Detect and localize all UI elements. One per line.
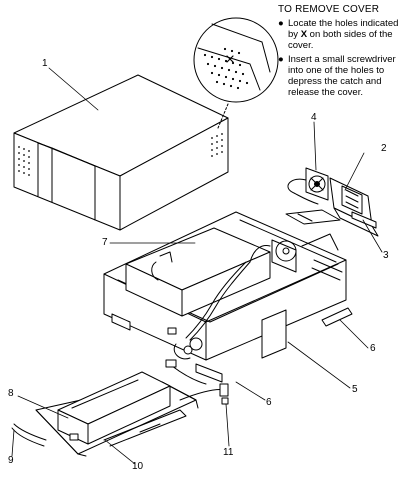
instruction-step-2: ●Insert a small screwdriver into one of … xyxy=(278,54,396,98)
instruction-step-1: ●Locate the holes indicated by X on both… xyxy=(278,18,399,51)
x-mark: X xyxy=(300,29,308,40)
callout-9: 9 xyxy=(8,455,14,466)
callout-10: 10 xyxy=(132,461,144,472)
cover-vent-holes-right xyxy=(211,133,223,157)
callout-5: 5 xyxy=(352,384,358,395)
cover-part xyxy=(13,74,229,231)
callout-6b: 6 xyxy=(266,397,272,408)
callout-6: 6 xyxy=(370,343,376,354)
system-chassis xyxy=(103,211,353,385)
leader-lines xyxy=(11,67,383,465)
cover-detail-magnifier xyxy=(193,17,279,129)
callout-7: 7 xyxy=(102,237,108,248)
callout-11: 11 xyxy=(223,447,234,458)
instructions-title: TO REMOVE COVER xyxy=(278,4,380,15)
callout-4: 4 xyxy=(311,112,317,123)
bullet-icon: ● xyxy=(278,54,284,65)
callout-1: 1 xyxy=(42,58,48,69)
remove-cover-instructions: TO REMOVE COVER ●Locate the holes indica… xyxy=(276,4,408,101)
cover-vent-holes-left xyxy=(18,146,30,176)
fan-bracket-assembly xyxy=(285,167,379,237)
callout-3: 3 xyxy=(383,250,389,261)
callout-8: 8 xyxy=(8,388,14,399)
bullet-icon: ● xyxy=(278,18,284,29)
disk-drive-tray xyxy=(11,371,229,457)
callout-2: 2 xyxy=(381,143,387,154)
